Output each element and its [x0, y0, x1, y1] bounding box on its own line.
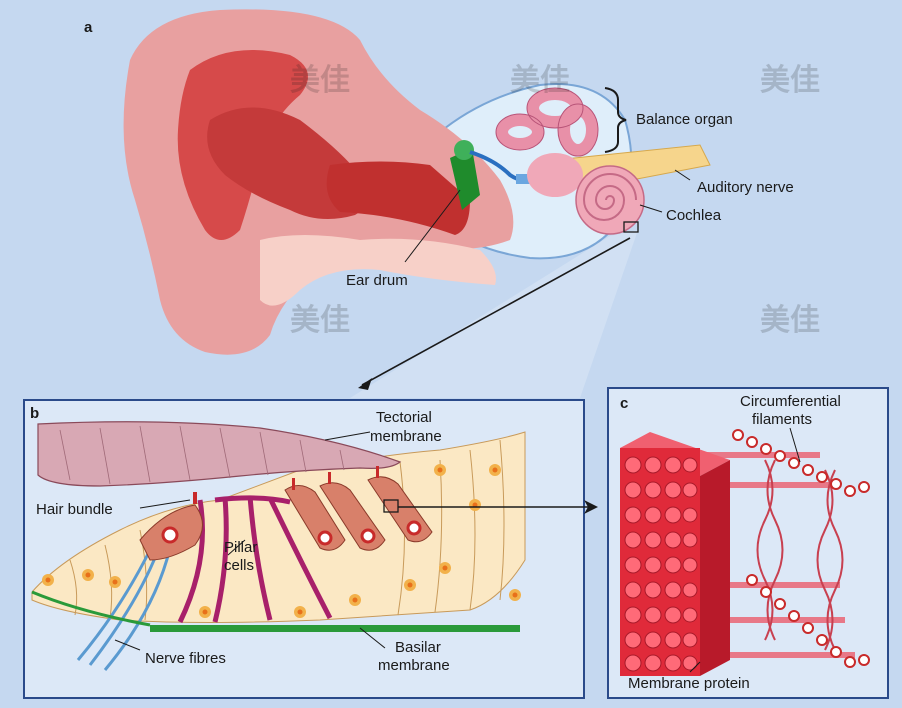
- watermark-3: 美佳: [760, 63, 820, 97]
- panel-a: a Balance organ Auditory nerve Cochlea E…: [84, 9, 794, 398]
- ossicle-malleus: [454, 140, 474, 160]
- pillar-cells: [177, 495, 333, 624]
- ear-drum: [450, 148, 480, 210]
- label-basilar-2: membrane: [378, 657, 450, 674]
- balance-brace: [604, 87, 627, 153]
- hair-cell-zoom-box: [383, 499, 399, 513]
- stapes: [516, 174, 530, 184]
- label-basilar-1: Basilar: [395, 639, 441, 656]
- panel-c: c Circumferential filaments Membrane pro…: [607, 387, 889, 699]
- protein-columns: [624, 456, 698, 672]
- zoom-arrowhead-b-c: [584, 500, 598, 514]
- label-tectorial-2: membrane: [370, 428, 442, 445]
- label-hair-bundle: Hair bundle: [36, 501, 113, 518]
- ear-lobe-skin: [260, 235, 496, 306]
- vestibule: [527, 153, 583, 197]
- inner-hair-cell: [139, 504, 203, 561]
- zoom-projection: [350, 230, 638, 398]
- leader-basilar: [359, 627, 386, 649]
- basilar-membrane-left: [31, 590, 151, 627]
- label-balance-organ: Balance organ: [636, 111, 733, 128]
- label-cochlea: Cochlea: [666, 207, 722, 224]
- leader-membrane-protein: [689, 661, 701, 673]
- zoom-arrowhead: [358, 378, 372, 390]
- panel-a-letter: a: [84, 19, 93, 36]
- label-membrane-protein: Membrane protein: [628, 675, 750, 692]
- leader-nerve: [114, 639, 141, 651]
- panel-c-letter: c: [620, 395, 628, 412]
- label-ear-drum: Ear drum: [346, 272, 408, 289]
- basilar-membrane: [150, 625, 520, 632]
- label-nerve-fibres: Nerve fibres: [145, 650, 226, 667]
- label-pillar-1: Pillar: [224, 539, 257, 556]
- tectorial-membrane: [37, 421, 402, 487]
- semicircular-canals: [496, 88, 598, 156]
- hair-bundles: [193, 466, 379, 504]
- leader-auditory: [674, 169, 691, 181]
- helical-filaments: [756, 459, 844, 651]
- ear-canal: [326, 161, 470, 235]
- cochlea: [575, 165, 645, 235]
- watermark-2: 美佳: [510, 63, 570, 97]
- zoom-arrow: [361, 237, 631, 386]
- cochlea-zoom-box: [623, 221, 639, 233]
- leader-eardrum: [404, 189, 461, 263]
- outer-hair-cells: [284, 476, 433, 551]
- circumferential-filaments: [732, 429, 870, 668]
- leader-hair-bundle: [139, 499, 191, 509]
- label-circumferential-2: filaments: [752, 411, 812, 428]
- leader-pillar: [227, 539, 246, 556]
- tectorial-fibres: [59, 425, 345, 485]
- leader-tectorial: [324, 431, 371, 441]
- watermark-5: 美佳: [760, 303, 820, 337]
- label-tectorial-1: Tectorial: [376, 409, 432, 426]
- watermark-4: 美佳: [290, 303, 350, 337]
- panel-b-letter: b: [30, 405, 39, 422]
- panel-b: b Tectorial membrane Hair bundle Pillar …: [23, 399, 598, 699]
- semicircular-canals-outline: [495, 87, 599, 157]
- label-auditory-nerve: Auditory nerve: [697, 179, 794, 196]
- nuclei: [42, 464, 521, 618]
- label-pillar-2: cells: [224, 557, 254, 574]
- label-circumferential-1: Circumferential: [740, 393, 841, 410]
- leader-cochlea: [639, 204, 663, 213]
- leader-circumferential: [789, 427, 801, 463]
- watermarks: 美佳 美佳 美佳 美佳 美佳: [290, 63, 820, 337]
- watermark-1: 美佳: [290, 63, 350, 97]
